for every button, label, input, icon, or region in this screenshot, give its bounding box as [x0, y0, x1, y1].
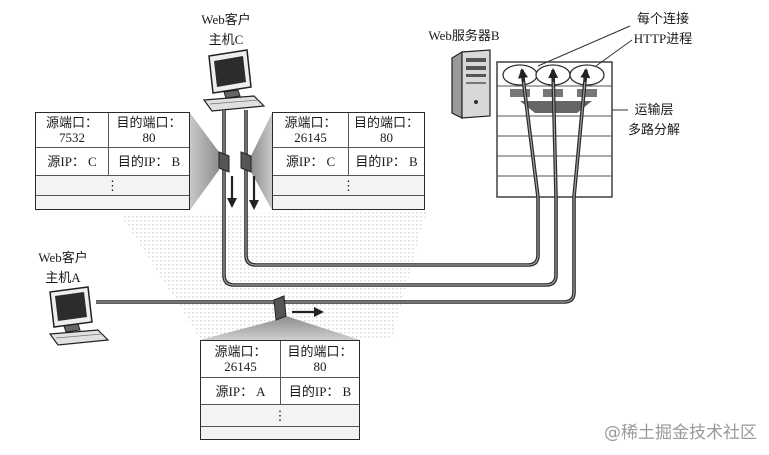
server-b-label: Web服务器B [422, 26, 506, 46]
ip-row: 源IP：C 目的IP：B [273, 148, 424, 176]
dest-port-label: 目的端口： [287, 344, 353, 359]
demux-note: 运输层 多路分解 [615, 100, 693, 140]
process-callout-line [595, 39, 633, 67]
demux-note-line2: 多路分解 [627, 122, 680, 137]
source-port-value: 26145 [224, 359, 257, 374]
host-a-label-line1: Web客户 [38, 250, 88, 265]
dest-ip-label: 目的IP： [117, 154, 169, 169]
source-ip-label: 源IP： [285, 154, 324, 169]
dest-ip-value: B [342, 383, 352, 399]
process-note: 每个连接 HTTP进程 [618, 9, 708, 49]
halftone-zoom-shading [120, 212, 426, 338]
source-ip-cell: 源IP：C [273, 148, 349, 175]
segment-packet-a [273, 295, 287, 321]
segment-header-c-second: 源端口： 26145 目的端口： 80 源IP：C 目的IP：B ⋮ [272, 112, 425, 210]
payload-row [36, 196, 189, 209]
source-ip-cell: 源IP：A [201, 378, 281, 404]
connection-line-c-second [244, 68, 540, 267]
source-port-cell: 源端口： 26145 [201, 341, 281, 377]
http-process [502, 64, 538, 86]
source-port-cell: 源端口： 7532 [36, 113, 109, 147]
dest-port-cell: 目的端口： 80 [109, 113, 189, 147]
more-fields-row: ⋮ [201, 405, 359, 427]
segment-packet-c-first [218, 151, 230, 173]
source-ip-value: C [326, 154, 336, 169]
ip-row: 源IP：C 目的IP：B [36, 148, 189, 176]
dest-port-value: 80 [142, 130, 156, 145]
dest-port-cell: 目的端口： 80 [281, 341, 359, 377]
source-port-label: 源端口： [214, 344, 267, 359]
zoom-shade-bottom [200, 316, 360, 340]
more-fields-row: ⋮ [273, 176, 424, 196]
host-a-computer-icon [48, 286, 110, 346]
dest-ip-cell: 目的IP：B [281, 378, 359, 404]
payload-row [273, 196, 424, 209]
source-port-value: 26145 [294, 130, 327, 145]
source-ip-value: C [87, 154, 97, 169]
segment-header-a: 源端口： 26145 目的端口： 80 源IP：A 目的IP：B ⋮ [200, 340, 360, 440]
source-port-cell: 源端口： 26145 [273, 113, 349, 147]
ip-row: 源IP：A 目的IP：B [201, 378, 359, 405]
dest-ip-cell: 目的IP：B [109, 148, 189, 175]
dest-ip-label: 目的IP： [355, 154, 406, 169]
dest-port-value: 80 [380, 130, 393, 145]
segment-packet-c-second [240, 151, 252, 173]
source-ip-label: 源IP： [215, 383, 254, 399]
dest-ip-value: B [408, 154, 418, 169]
process-note-line2: HTTP进程 [633, 31, 693, 46]
transport-socket-block [577, 89, 597, 97]
source-ip-label: 源IP： [47, 154, 85, 169]
host-c-label: Web客户 主机C [186, 10, 266, 50]
dest-port-label: 目的端口： [353, 115, 419, 130]
more-fields-ellipsis: ⋮ [342, 178, 355, 193]
dest-port-label: 目的端口： [116, 115, 182, 130]
zoom-shade-right [251, 113, 272, 210]
host-c-computer-icon [202, 49, 266, 112]
dest-ip-cell: 目的IP：B [349, 148, 424, 175]
more-fields-row: ⋮ [36, 176, 189, 196]
zoom-shade-left [190, 113, 219, 210]
more-fields-ellipsis: ⋮ [273, 408, 287, 423]
connection-line-a [96, 68, 591, 304]
payload-row [201, 427, 359, 439]
host-a-label-line2: 主机A [45, 270, 81, 285]
source-port-label: 源端口： [45, 115, 98, 130]
process-callout-line [537, 25, 631, 67]
port-row: 源端口： 26145 目的端口： 80 [201, 341, 359, 378]
segment-header-c-first: 源端口： 7532 目的端口： 80 源IP：C 目的IP：B ⋮ [35, 112, 190, 210]
source-ip-cell: 源IP：C [36, 148, 109, 175]
host-a-label: Web客户 主机A [25, 248, 101, 288]
transport-socket-block [510, 89, 530, 97]
demux-note-line1: 运输层 [634, 102, 674, 117]
source-port-label: 源端口： [284, 115, 337, 130]
server-tower-icon [451, 49, 491, 119]
port-row: 源端口： 26145 目的端口： 80 [273, 113, 424, 148]
more-fields-ellipsis: ⋮ [106, 178, 119, 193]
dest-port-value: 80 [313, 359, 327, 374]
connection-line-c-first [222, 68, 559, 287]
host-c-label-line2: 主机C [208, 32, 244, 47]
watermark: @稀土掘金技术社区 [604, 423, 757, 443]
dest-port-cell: 目的端口： 80 [349, 113, 424, 147]
dest-ip-label: 目的IP： [288, 383, 340, 399]
dest-ip-value: B [171, 154, 181, 169]
process-note-line1: 每个连接 [636, 11, 689, 26]
server-b-label-text: Web服务器B [428, 28, 500, 43]
demux-funnel [520, 101, 592, 113]
source-port-value: 7532 [59, 130, 85, 145]
source-ip-value: A [256, 383, 266, 399]
host-c-label-line1: Web客户 [201, 12, 251, 27]
port-row: 源端口： 7532 目的端口： 80 [36, 113, 189, 148]
